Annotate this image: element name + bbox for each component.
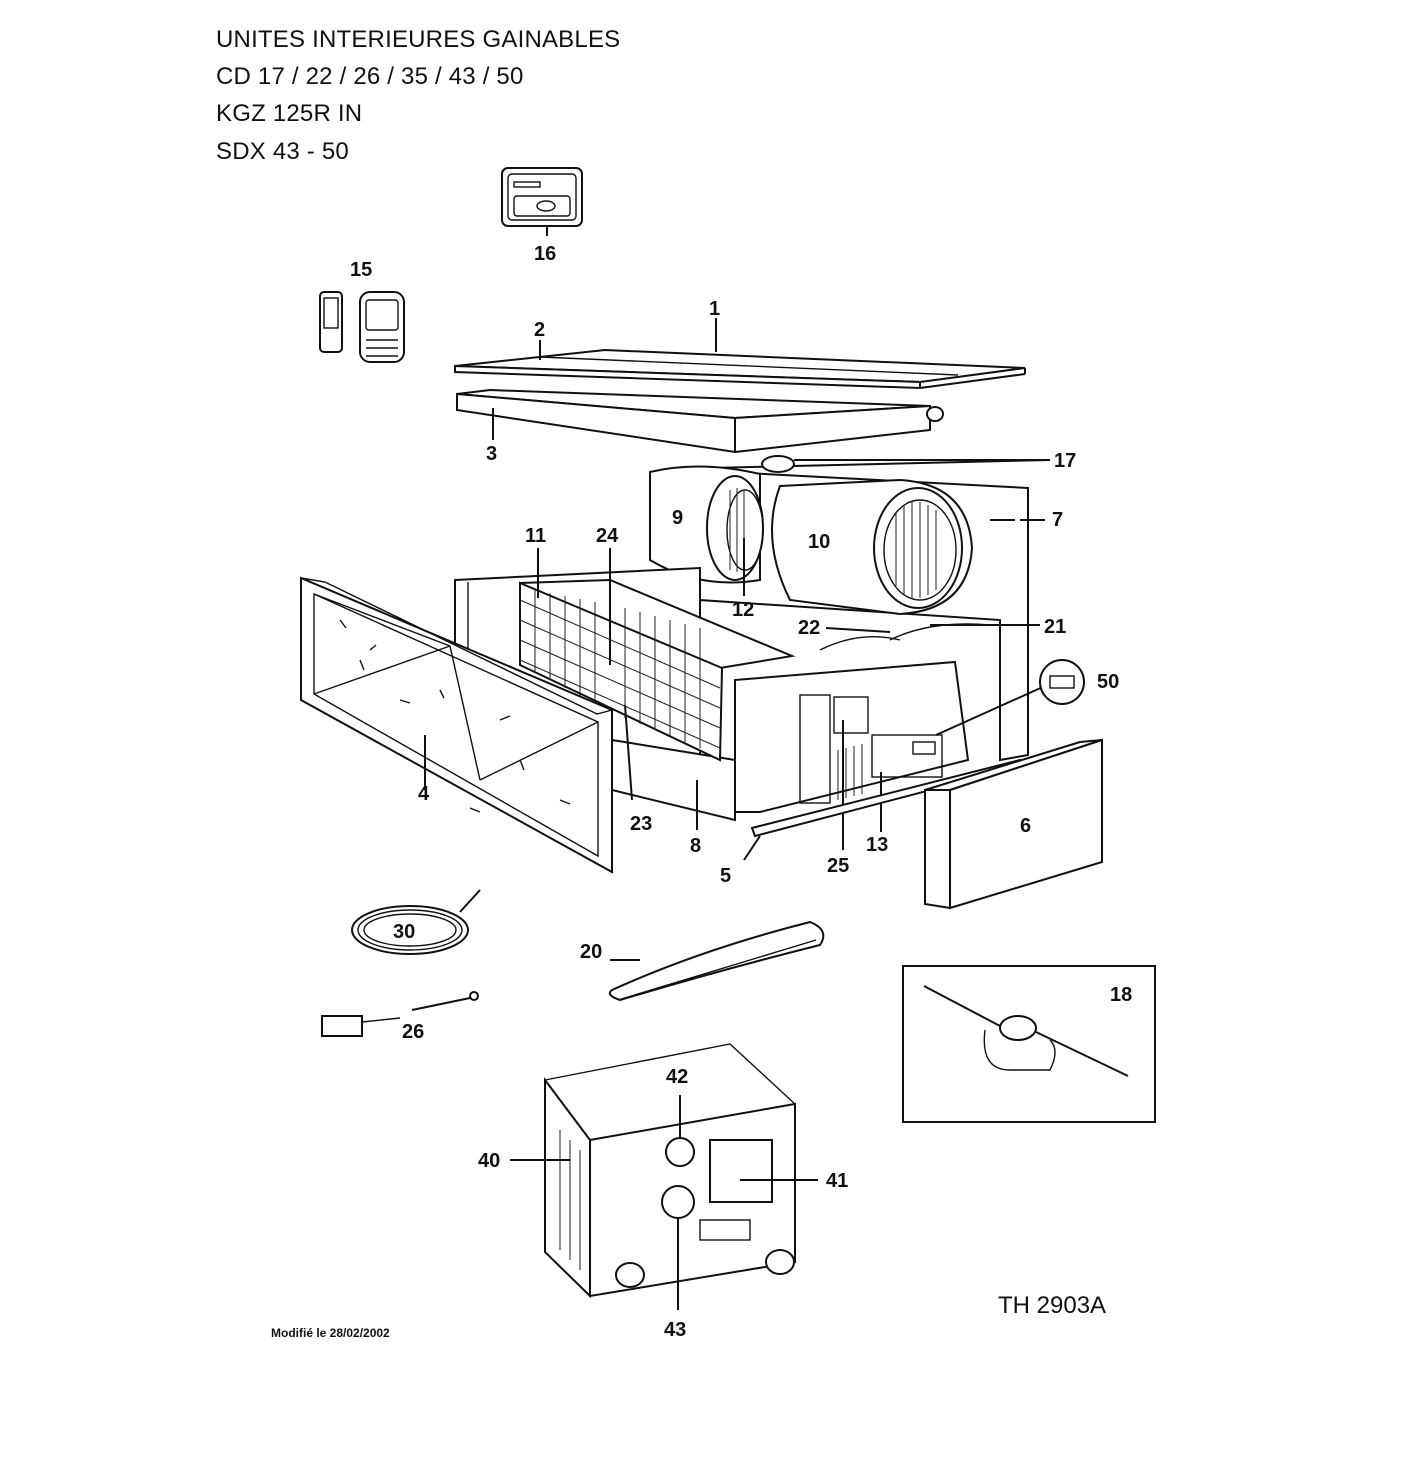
modified-date: Modifié le 28/02/2002 — [271, 1326, 390, 1340]
callout-21: 21 — [1044, 616, 1066, 638]
part-20-cable — [608, 920, 825, 1002]
callout-7: 7 — [1052, 509, 1063, 531]
callout-20: 20 — [580, 941, 602, 963]
callout-24: 24 — [596, 525, 619, 547]
title-line-4: SDX 43 - 50 — [216, 138, 349, 165]
callout-11: 11 — [525, 525, 546, 547]
part-21-22-sensors — [819, 623, 1040, 651]
part-30-cable-coil — [351, 889, 481, 955]
callout-16: 16 — [534, 243, 556, 265]
part-6-side-panel — [924, 738, 1103, 910]
title-line-3: KGZ 125R IN — [216, 100, 363, 127]
callout-10: 10 — [808, 531, 830, 553]
part-11-coil — [519, 548, 796, 762]
callout-5: 5 — [720, 865, 731, 887]
callout-22: 22 — [798, 617, 820, 639]
callout-18: 18 — [1110, 984, 1132, 1006]
part-9-10-12-fan-assembly — [649, 465, 974, 616]
part-15-remote-handset — [319, 291, 405, 363]
callout-4: 4 — [418, 783, 430, 805]
part-50-connector — [1039, 659, 1085, 705]
part-26-wiring — [321, 991, 479, 1037]
callout-50: 50 — [1097, 671, 1119, 693]
part-1-2-top-panels — [454, 318, 1026, 390]
callout-30: 30 — [393, 921, 415, 943]
callout-43: 43 — [664, 1319, 686, 1341]
callout-6: 6 — [1020, 815, 1031, 837]
callout-12: 12 — [732, 599, 754, 621]
callout-42: 42 — [666, 1066, 688, 1088]
callout-23: 23 — [630, 813, 652, 835]
part-18-inset-box — [902, 965, 1156, 1123]
callout-9: 9 — [672, 507, 683, 529]
callout-8: 8 — [690, 835, 701, 857]
part-23-24-pipe — [609, 548, 633, 801]
callout-2: 2 — [534, 319, 545, 341]
title-line-1: UNITES INTERIEURES GAINABLES — [216, 26, 621, 53]
title-line-2: CD 17 / 22 / 26 / 35 / 43 / 50 — [216, 63, 524, 90]
callout-17: 17 — [1054, 450, 1076, 472]
callout-1: 1 — [709, 298, 720, 320]
part-16-wall-remote — [501, 167, 583, 236]
part-4-filter — [300, 576, 615, 874]
part-25-13-control-box — [734, 660, 1046, 850]
part-40-43-heater-box — [510, 1043, 818, 1310]
callout-3: 3 — [486, 443, 497, 465]
callout-41: 41 — [826, 1170, 848, 1192]
callout-26: 26 — [402, 1021, 424, 1043]
part-17-strap — [761, 455, 795, 473]
callout-25: 25 — [827, 855, 849, 877]
callout-40: 40 — [478, 1150, 500, 1172]
callout-13: 13 — [866, 834, 888, 856]
part-3-drain-pan — [456, 388, 944, 454]
callout-15: 15 — [350, 259, 372, 281]
drawing-reference: TH 2903A — [998, 1292, 1107, 1319]
